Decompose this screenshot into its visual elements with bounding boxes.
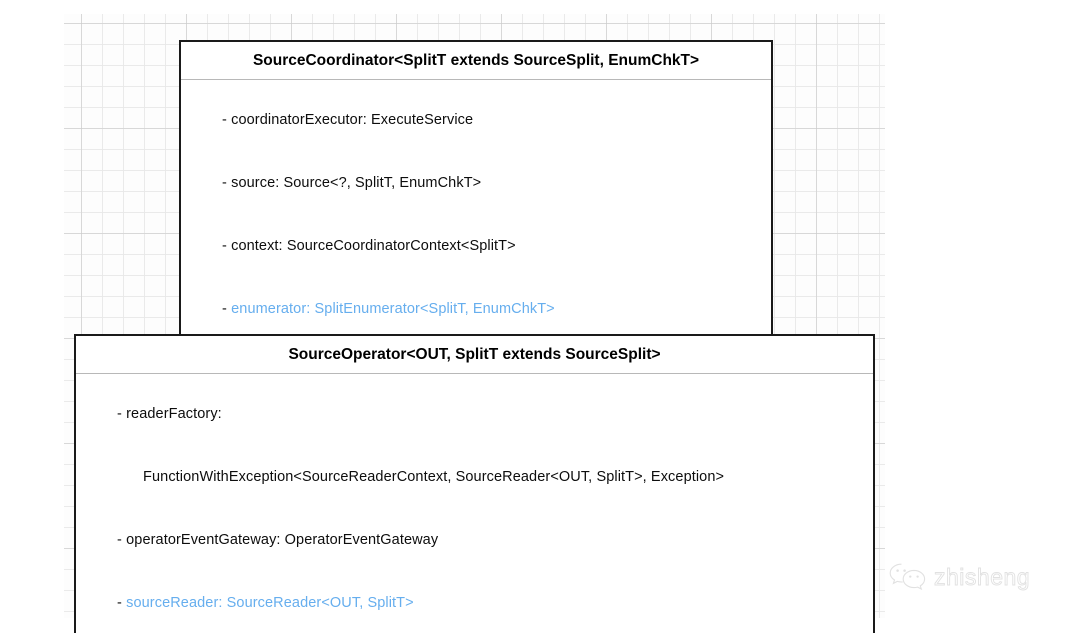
visibility-marker: - [222,175,227,191]
attribute-text: coordinatorExecutor: ExecuteService [231,112,474,128]
wechat-icon [888,562,930,592]
uml-attribute-row: - context: SourceCoordinatorContext<Spli… [189,215,763,278]
attribute-text: source: Source<?, SplitT, EnumChkT> [231,175,482,191]
uml-class-source-operator[interactable]: SourceOperator<OUT, SplitT extends Sourc… [74,334,875,633]
uml-attribute-row: - source: Source<?, SplitT, EnumChkT> [189,152,763,215]
watermark-label: zhisheng [934,563,1031,590]
uml-attribute-row: - operatorEventGateway: OperatorEventGat… [84,509,865,572]
visibility-marker: - [222,112,227,128]
uml-attribute-row-highlighted: - enumerator: SplitEnumerator<SplitT, En… [189,278,763,341]
watermark: zhisheng [888,562,1030,592]
visibility-marker: - [117,595,122,611]
attribute-text: sourceReader: SourceReader<OUT, SplitT> [126,595,414,611]
uml-class-title: SourceCoordinator<SplitT extends SourceS… [181,42,771,80]
visibility-marker: - [222,301,227,317]
attribute-text: FunctionWithException<SourceReaderContex… [143,469,725,485]
uml-attribute-row-continuation: FunctionWithException<SourceReaderContex… [84,446,865,509]
attribute-text: enumerator: SplitEnumerator<SplitT, Enum… [231,301,555,317]
visibility-marker: - [117,532,122,548]
visibility-marker: - [117,406,122,422]
attribute-text: operatorEventGateway: OperatorEventGatew… [126,532,439,548]
visibility-marker: - [222,238,227,254]
attribute-text: context: SourceCoordinatorContext<SplitT… [231,238,516,254]
uml-attribute-row-highlighted: - sourceReader: SourceReader<OUT, SplitT… [84,572,865,633]
uml-class-title: SourceOperator<OUT, SplitT extends Sourc… [76,336,873,374]
uml-attribute-row: - coordinatorExecutor: ExecuteService [189,89,763,152]
uml-attributes-compartment: - coordinatorExecutor: ExecuteService - … [181,80,771,352]
attribute-text: readerFactory: [126,406,222,422]
uml-attributes-compartment: - readerFactory: FunctionWithException<S… [76,374,873,633]
uml-attribute-row: - readerFactory: [84,383,865,446]
